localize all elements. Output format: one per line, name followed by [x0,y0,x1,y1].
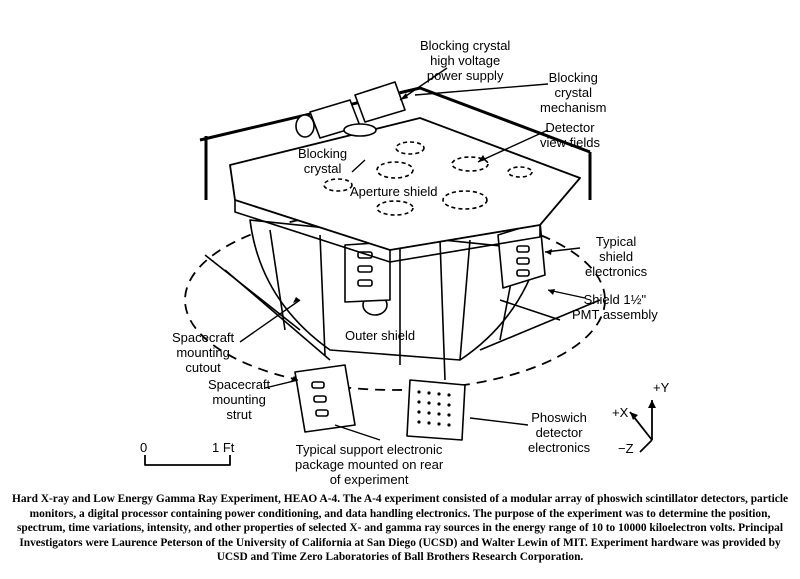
top-plate [229,117,581,263]
blocking-crystal-hardware [295,81,406,139]
heao-a4-diagram [144,67,656,466]
label-aperture-shield: Aperture shield [350,184,438,199]
handle-rails [199,86,592,200]
label-typical-support-electronic-package: Typical support electronic package mount… [295,442,444,487]
figure-caption: Hard X-ray and Low Energy Gamma Ray Expe… [11,493,789,564]
leader-lines [239,67,586,441]
label-blocking-crystal: Blocking crystal [298,146,348,176]
label-spacecraft-mounting-strut: Spacecraft mounting strut [208,377,271,422]
scale-zero: 0 [140,440,148,455]
scale-one-ft: 1 Ft [212,440,235,455]
label-detector-view-fields: Detector view fields [540,120,600,150]
shield-electronics-box [497,221,546,289]
support-electronic-package [294,364,356,433]
label-outer-shield: Outer shield [345,328,416,343]
axis-plus-y: +Y [653,380,670,395]
axis-plus-x: +X [612,405,629,420]
label-typical-shield-electronics: Typical shield electronics [585,234,648,279]
label-blocking-crystal-mechanism: Blocking crystal mechanism [540,70,607,115]
label-spacecraft-mounting-cutout: Spacecraft mounting cutout [172,330,235,375]
phoswich-dots [417,390,451,427]
arrowheads [291,93,656,420]
left-electronics-box [344,241,391,303]
label-shield-pmt-assembly: Shield 1½" PMT assembly [572,292,658,322]
axis-minus-z: −Z [618,441,634,456]
label-blocking-crystal-hv-supply: Blocking crystal high voltage power supp… [420,38,511,83]
label-phoswich-detector-electronics: Phoswich detector electronics [528,410,591,455]
phoswich-detector-panel [406,379,466,441]
scale-bar [144,455,231,466]
